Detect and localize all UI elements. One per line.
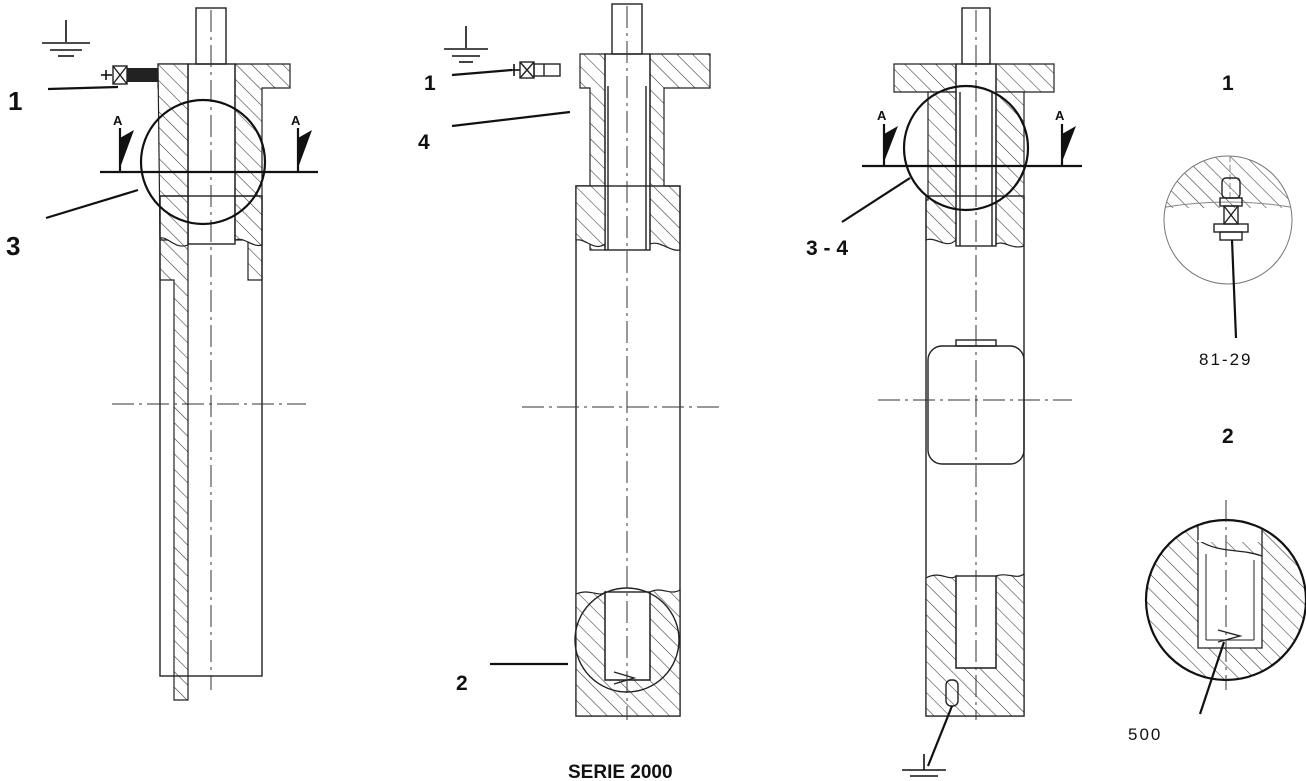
ground-icon — [902, 754, 946, 777]
detail-circle — [574, 587, 680, 693]
view-2: 1 4 2 — [418, 3, 724, 720]
section-mark-a: A — [291, 113, 301, 128]
detail-circle — [902, 84, 1030, 212]
detail-circle — [139, 98, 267, 226]
part-number: 81-29 — [1199, 350, 1252, 369]
bolt-assembly-icon — [101, 65, 161, 85]
section-mark-a: A — [1055, 108, 1065, 123]
drawing-title: SERIE 2000 — [568, 762, 673, 781]
callout-3: 3 — [6, 231, 20, 261]
bolt-assembly-icon — [1213, 177, 1249, 241]
section-mark-a: A — [113, 113, 123, 128]
view-1: A A 1 3 — [6, 7, 318, 701]
detail-title: 1 — [1222, 72, 1234, 95]
section-mark-a: A — [877, 108, 887, 123]
callout-4: 4 — [418, 131, 430, 154]
section-arrow-icon: A A — [113, 113, 312, 172]
section-arrow-icon: A A — [877, 108, 1076, 166]
callout-3-4: 3 - 4 — [806, 237, 848, 260]
detail-title: 2 — [1222, 425, 1234, 448]
ground-icon — [42, 20, 90, 57]
detail-2: 2 500 — [1128, 425, 1306, 744]
detail-1: 1 81-29 — [1163, 72, 1293, 369]
bolt-assembly-icon — [509, 61, 561, 79]
callout-1: 1 — [424, 72, 436, 95]
callout-1: 1 — [8, 86, 22, 116]
callout-2: 2 — [456, 672, 468, 695]
view-3: A A 3 - 4 — [806, 7, 1082, 777]
ground-icon — [444, 26, 488, 63]
part-number: 500 — [1128, 725, 1162, 744]
